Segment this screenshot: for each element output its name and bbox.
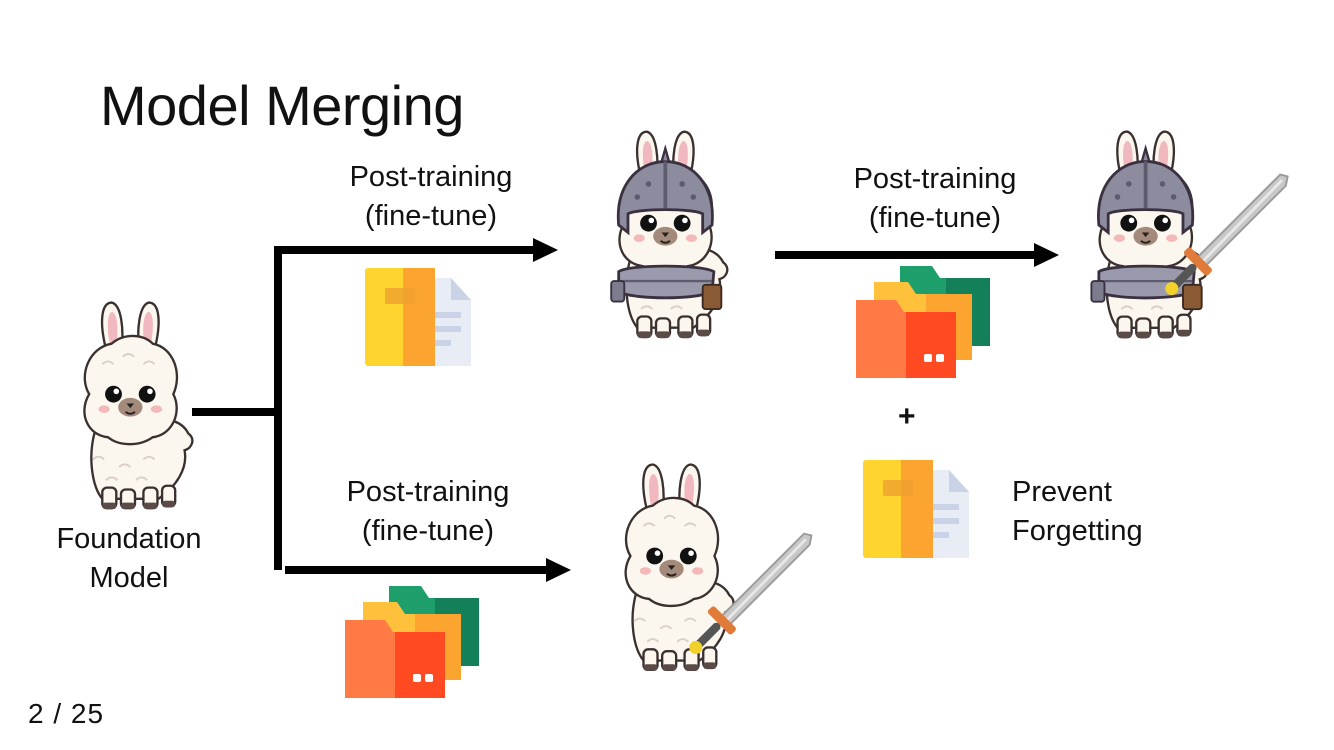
llama-icon bbox=[83, 301, 194, 511]
foundation-label-line1: Foundation bbox=[56, 523, 202, 555]
folder-stack-icon bbox=[345, 586, 479, 698]
edge-label-top-line2: (fine-tune) bbox=[364, 200, 498, 232]
prevent-label-line2: Forgetting bbox=[1012, 515, 1143, 547]
edge-label-right-line2: (fine-tune) bbox=[868, 202, 1002, 234]
sword-llama-icon bbox=[624, 463, 821, 672]
page-indicator: 2 / 25 bbox=[28, 698, 105, 729]
foundation-label-line2: Model bbox=[89, 562, 169, 594]
armored-sword-llama-icon bbox=[1089, 130, 1300, 340]
arrow-head-right bbox=[1034, 243, 1059, 267]
page-title: Model Merging bbox=[100, 74, 464, 137]
edge-label-top-line1: Post-training bbox=[349, 161, 513, 193]
foundation-model-label: Foundation Model bbox=[40, 520, 218, 598]
folder-stack-icon bbox=[856, 266, 990, 378]
document-folder-icon bbox=[863, 460, 969, 558]
arrow-head-top bbox=[533, 238, 558, 262]
edge-label-bottom: Post-training (fine-tune) bbox=[322, 473, 534, 551]
armored-llama-icon bbox=[609, 130, 729, 340]
edge-label-right: Post-training (fine-tune) bbox=[829, 160, 1041, 238]
branch-lines bbox=[192, 246, 1036, 574]
edge-label-bottom-line1: Post-training bbox=[346, 476, 510, 508]
edge-label-bottom-line2: (fine-tune) bbox=[361, 515, 495, 547]
plus-sign: + bbox=[898, 400, 916, 433]
arrow-head-bottom bbox=[546, 558, 571, 582]
edge-label-top: Post-training (fine-tune) bbox=[325, 158, 537, 236]
document-folder-icon bbox=[365, 268, 471, 366]
prevent-forgetting-label: Prevent Forgetting bbox=[1012, 473, 1143, 551]
prevent-label-line1: Prevent bbox=[1012, 476, 1112, 508]
edge-label-right-line1: Post-training bbox=[853, 163, 1017, 195]
